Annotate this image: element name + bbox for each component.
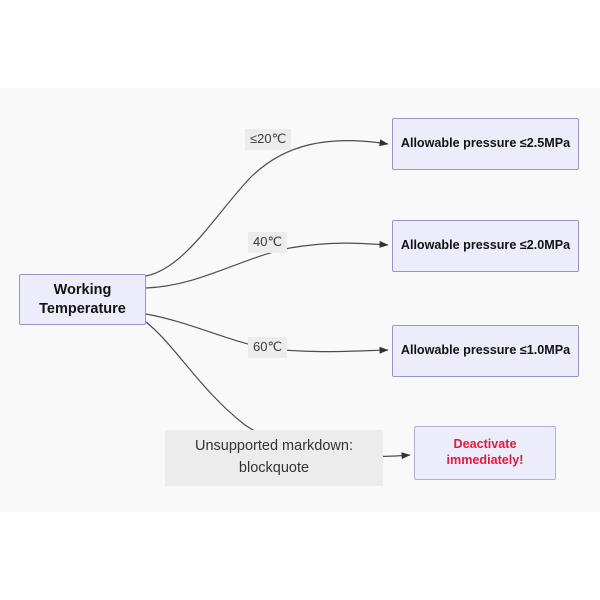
node-root-label-line1: Working <box>53 282 112 299</box>
node-pressure-2-0-label: Allowable pressure ≤2.0MPa <box>400 238 571 253</box>
node-pressure-2-5[interactable]: Allowable pressure ≤2.5MPa <box>392 118 579 170</box>
node-pressure-2-0[interactable]: Allowable pressure ≤2.0MPa <box>392 220 579 272</box>
edge-label-t20: ≤20℃ <box>245 129 292 150</box>
node-pressure-2-5-label: Allowable pressure ≤2.5MPa <box>400 136 571 151</box>
node-pressure-1-0[interactable]: Allowable pressure ≤1.0MPa <box>392 325 579 377</box>
edge-label-t40: 40℃ <box>248 232 288 253</box>
node-deactivate-label-line2: immediately! <box>446 453 524 467</box>
edge-label-unsupported-markdown: Unsupported markdown: blockquote <box>165 430 383 486</box>
node-working-temperature[interactable]: Working Temperature <box>19 274 146 325</box>
node-pressure-1-0-label: Allowable pressure ≤1.0MPa <box>400 343 571 358</box>
edge-label-unsupported-line1: Unsupported markdown: <box>195 438 353 454</box>
node-root-label-line2: Temperature <box>39 300 126 317</box>
node-deactivate-label-line1: Deactivate <box>453 437 517 452</box>
node-deactivate[interactable]: Deactivate immediately! <box>414 426 556 480</box>
edge-label-t60: 60℃ <box>248 337 288 358</box>
edge-label-unsupported-line2: blockquote <box>238 459 310 476</box>
